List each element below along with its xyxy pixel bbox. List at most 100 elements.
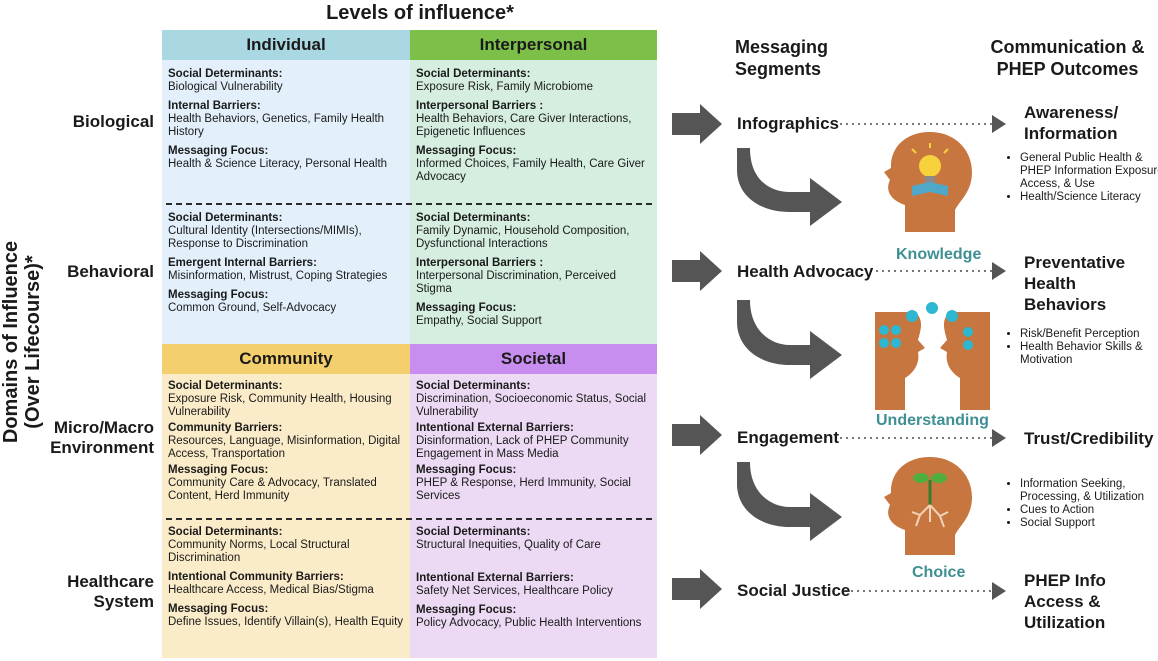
cell-heading: Social Determinants: (168, 68, 283, 80)
cell-body: Empathy, Social Support (416, 315, 542, 327)
outcome-preventative: Preventative Health Behaviors (1024, 253, 1126, 314)
cell-heading: Messaging Focus: (416, 145, 517, 157)
cell-heading: Social Determinants: (416, 212, 531, 224)
cell-community-environment: Social Determinants:Exposure Risk, Commu… (162, 380, 410, 509)
row-label-behavioral: Behavioral (67, 262, 154, 281)
cell-interpersonal-biological: Social Determinants:Exposure Risk, Famil… (410, 68, 657, 190)
curved-arrows (737, 148, 842, 541)
cell-heading: Community Barriers: (168, 422, 283, 434)
cell-heading: Messaging Focus: (416, 302, 517, 314)
cell-body: PHEP & Response, Herd Immunity, Social S… (416, 477, 631, 502)
bullet-item: Cues to Action (1020, 504, 1158, 517)
dashed-divider-top (166, 203, 652, 205)
segment-social-justice: Social Justice (737, 581, 851, 600)
cell-heading: Intentional External Barriers: (416, 572, 574, 584)
cell-heading: Social Determinants: (416, 526, 531, 538)
cell-body: Exposure Risk, Family Microbiome (416, 81, 594, 93)
curved-arrow-icon (737, 148, 842, 226)
bullet-item: Health Behavior Skills & Motivation (1020, 341, 1155, 367)
cell-heading: Internal Barriers: (168, 100, 261, 112)
segment-health-advocacy: Health Advocacy (737, 262, 874, 281)
cell-heading: Messaging Focus: (168, 603, 269, 615)
head-label-understanding: Understanding (876, 412, 989, 429)
curved-arrow-icon (737, 462, 842, 541)
cell-body: Biological Vulnerability (168, 81, 283, 93)
bullets-awareness: General Public Health & PHEP Information… (1004, 152, 1158, 204)
individual-panel (162, 30, 410, 344)
interpersonal-header: Interpersonal (410, 30, 657, 60)
arrowhead-icon (992, 582, 1006, 600)
cell-heading: Emergent Internal Barriers: (168, 257, 317, 269)
cell-body: Health & Science Literacy, Personal Heal… (168, 158, 388, 170)
cell-heading: Intentional External Barriers: (416, 422, 574, 434)
head-label-knowledge: Knowledge (896, 246, 982, 263)
cell-body: Community Norms, Local Structural Discri… (168, 539, 350, 564)
cell-body: Misinformation, Mistrust, Coping Strateg… (168, 270, 388, 282)
cell-body: Interpersonal Discrimination, Perceived … (416, 270, 617, 295)
arrow-right-icon (672, 251, 722, 291)
cell-body: Disinformation, Lack of PHEP Community E… (416, 435, 629, 460)
individual-header: Individual (162, 30, 410, 60)
cell-body: Community Care & Advocacy, Translated Co… (168, 477, 377, 502)
arrowhead-icon (992, 115, 1006, 133)
community-panel (162, 344, 410, 658)
outcome-trust: Trust/Credibility (1024, 429, 1154, 448)
bullets-choice: Information Seeking, Processing, & Utili… (1004, 478, 1158, 530)
row-label-biological: Biological (72, 112, 154, 131)
cell-heading: Social Determinants: (416, 68, 531, 80)
societal-panel (410, 344, 657, 658)
arrowhead-icon (992, 262, 1006, 280)
dashed-divider-bottom (166, 518, 652, 520)
lightbulb-book-head-icon (884, 132, 972, 232)
arrow-right-icon (672, 415, 722, 455)
societal-header: Societal (410, 344, 657, 374)
curved-arrow-icon (737, 300, 842, 379)
segment-infographics: Infographics (737, 114, 840, 133)
cell-heading: Social Determinants: (168, 526, 283, 538)
arrow-right-icon (672, 104, 722, 144)
cell-heading: Social Determinants: (168, 380, 283, 392)
cell-heading: Social Determinants: (168, 212, 283, 224)
cell-body: Family Dynamic, Household Composition, D… (416, 225, 630, 250)
outcomes-title: Communication & PHEP Outcomes (990, 37, 1145, 79)
cell-body: Common Ground, Self-Advocacy (168, 302, 337, 314)
cell-heading: Messaging Focus: (168, 289, 269, 301)
bullet-item: Social Support (1020, 517, 1158, 530)
cell-interpersonal-behavioral: Social Determinants:Family Dynamic, Hous… (410, 212, 657, 334)
cell-individual-behavioral: Social Determinants:Cultural Identity (I… (162, 212, 410, 321)
bullet-item: Information Seeking, Processing, & Utili… (1020, 478, 1158, 504)
cell-heading: Messaging Focus: (168, 464, 269, 476)
cell-body: Informed Choices, Family Health, Care Gi… (416, 158, 645, 183)
messaging-segments-title: Messaging Segments (735, 37, 829, 79)
cell-community-healthcare: Social Determinants:Community Norms, Loc… (162, 526, 410, 635)
cell-heading: Messaging Focus: (416, 604, 517, 616)
cell-body: Safety Net Services, Healthcare Policy (416, 585, 613, 597)
cell-body: Health Behaviors, Care Giver Interaction… (416, 113, 632, 138)
bullet-item: General Public Health & PHEP Information… (1020, 152, 1158, 191)
cell-body: Define Issues, Identify Villain(s), Heal… (168, 616, 404, 628)
arrowhead-icon (992, 429, 1006, 447)
head-label-choice: Choice (912, 564, 966, 581)
cell-body: Health Behaviors, Genetics, Family Healt… (168, 113, 385, 138)
cell-societal-environment: Social Determinants:Discrimination, Soci… (410, 380, 657, 509)
cell-body: Policy Advocacy, Public Health Intervent… (416, 617, 642, 629)
cell-individual-biological: Social Determinants:Biological Vulnerabi… (162, 68, 410, 177)
cell-body: Structural Inequities, Quality of Care (416, 539, 601, 551)
levels-of-influence-title: Levels of influence* (326, 2, 514, 24)
arrow-right-icon (672, 569, 722, 609)
cell-body: Exposure Risk, Community Health, Housing… (168, 393, 392, 418)
cell-heading: Social Determinants: (416, 380, 531, 392)
cell-body: Cultural Identity (Intersections/MIMIs),… (168, 225, 362, 250)
bullet-item: Risk/Benefit Perception (1020, 328, 1155, 341)
seedling-roots-head-icon (884, 457, 972, 555)
cell-body: Healthcare Access, Medical Bias/Stigma (168, 584, 374, 596)
cell-heading: Interpersonal Barriers : (416, 257, 544, 269)
cell-heading: Messaging Focus: (416, 464, 517, 476)
cell-heading: Interpersonal Barriers : (416, 100, 544, 112)
two-heads-dialogue-icon (875, 302, 990, 410)
outcome-phep-info-access: PHEP Info Access & Utilization (1024, 571, 1106, 632)
cell-societal-healthcare: Social Determinants:Structural Inequitie… (410, 526, 657, 636)
cell-heading: Intentional Community Barriers: (168, 571, 344, 583)
interpersonal-panel (410, 30, 657, 344)
